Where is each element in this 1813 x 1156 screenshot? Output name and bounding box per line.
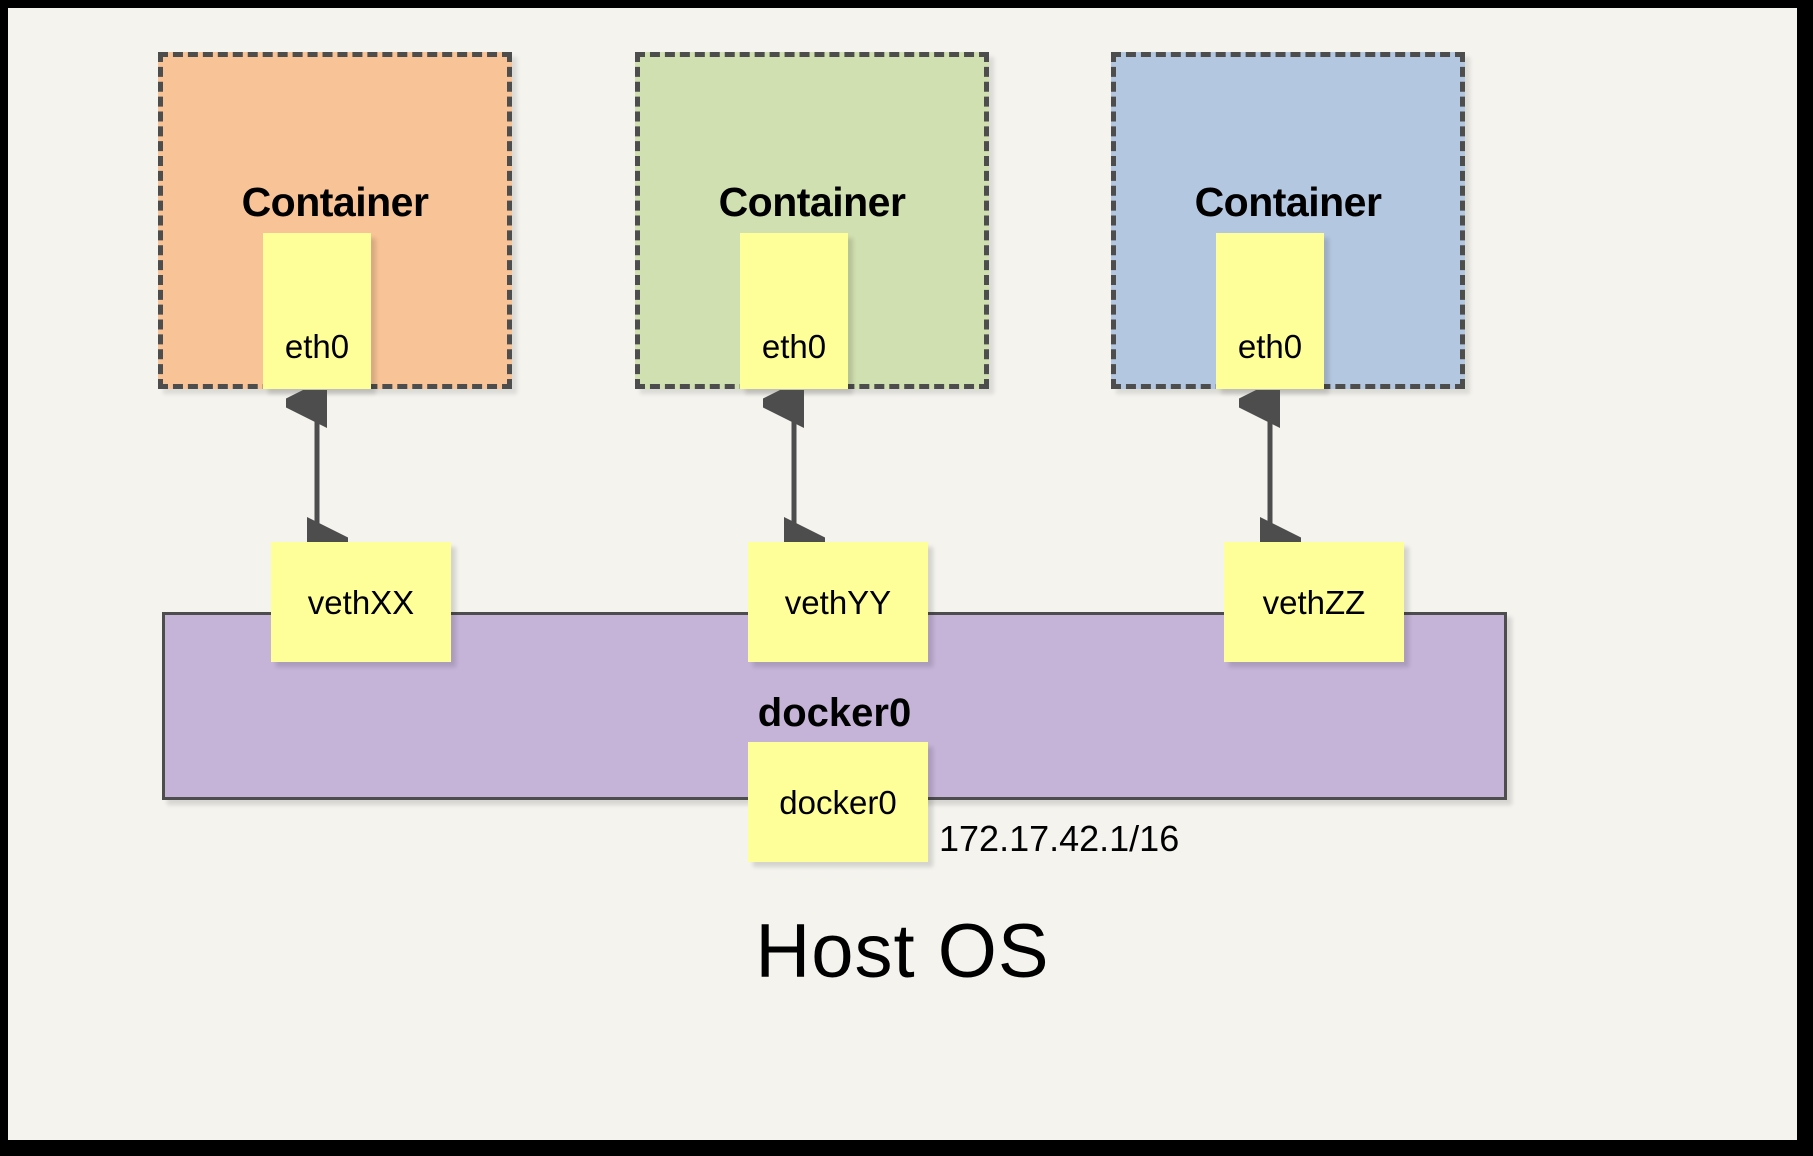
docker0-bridge-label: docker0 [757,691,912,735]
veth-link-arrow-1 [286,390,348,555]
container-title-1: Container [241,179,429,225]
host-os-label: Host OS [755,909,1050,994]
veth-box-1: vethXX [271,542,451,662]
container-eth0-label-3: eth0 [1237,328,1303,365]
container-eth0-box-1: eth0 [263,233,371,389]
container-title-2: Container [718,179,906,225]
container-title-3: Container [1194,179,1382,225]
veth-link-arrow-2 [763,390,825,555]
container-eth0-box-3: eth0 [1216,233,1324,389]
docker0-ip-address: 172.17.42.1/16 [939,818,1180,859]
container-eth0-box-2: eth0 [740,233,848,389]
veth-box-2: vethYY [748,542,928,662]
container-eth0-label-1: eth0 [284,328,350,365]
veth-link-arrow-3 [1239,390,1301,555]
veth-box-3: vethZZ [1224,542,1404,662]
container-eth0-label-2: eth0 [761,328,827,365]
diagram-surface: Container eth0 Container eth0 Container … [8,8,1797,1140]
docker0-interface-label: docker0 [779,783,897,821]
veth-label-3: vethZZ [1262,583,1366,621]
veth-label-1: vethXX [307,583,415,621]
docker0-interface-box: docker0 [748,742,928,862]
veth-label-2: vethYY [784,583,892,621]
